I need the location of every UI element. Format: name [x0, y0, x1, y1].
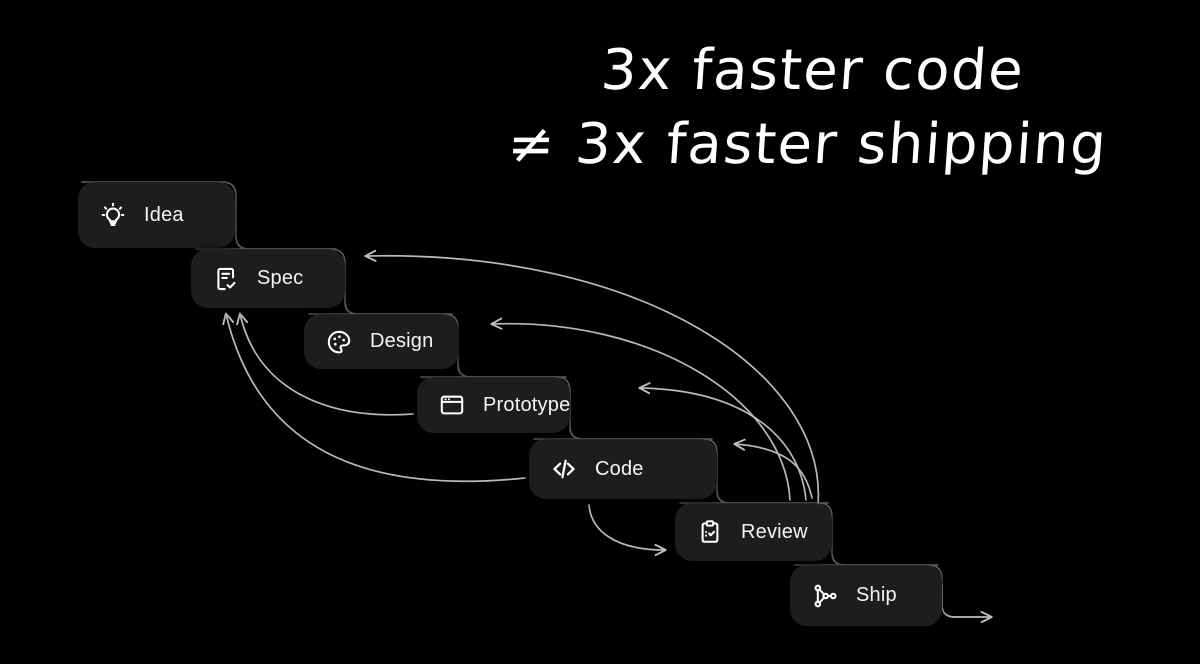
edge-ship-out: [941, 584, 991, 617]
node-label: Review: [741, 520, 808, 543]
edge-code-to-review: [588, 504, 665, 550]
code-brackets-icon: [551, 456, 577, 482]
lightbulb-icon: [100, 202, 126, 228]
node-label: Spec: [257, 267, 304, 289]
edge-review-to-design: [492, 324, 791, 501]
edge-prototype-to-spec: [240, 314, 414, 416]
node-prototype[interactable]: Prototype: [417, 377, 570, 433]
node-spec[interactable]: Spec: [191, 249, 345, 308]
node-idea[interactable]: Idea: [78, 182, 235, 248]
edge-code-to-spec: [226, 314, 526, 483]
node-label: Prototype: [483, 393, 571, 416]
edge-review-to-code: [735, 444, 813, 499]
node-label: Ship: [856, 584, 897, 606]
palette-icon: [326, 329, 352, 355]
node-ship[interactable]: Ship: [790, 565, 942, 626]
edge-review-to-spec: [366, 256, 820, 506]
node-code[interactable]: Code: [529, 439, 717, 499]
node-review[interactable]: Review: [675, 503, 832, 561]
document-check-icon: [213, 266, 239, 292]
edge-review-to-prototype: [640, 388, 807, 501]
node-label: Code: [595, 457, 644, 480]
node-label: Idea: [144, 203, 184, 226]
git-network-icon: [812, 583, 838, 609]
node-design[interactable]: Design: [304, 314, 459, 369]
node-label: Design: [370, 330, 434, 352]
browser-window-icon: [439, 392, 465, 418]
clipboard-check-icon: [697, 519, 723, 545]
